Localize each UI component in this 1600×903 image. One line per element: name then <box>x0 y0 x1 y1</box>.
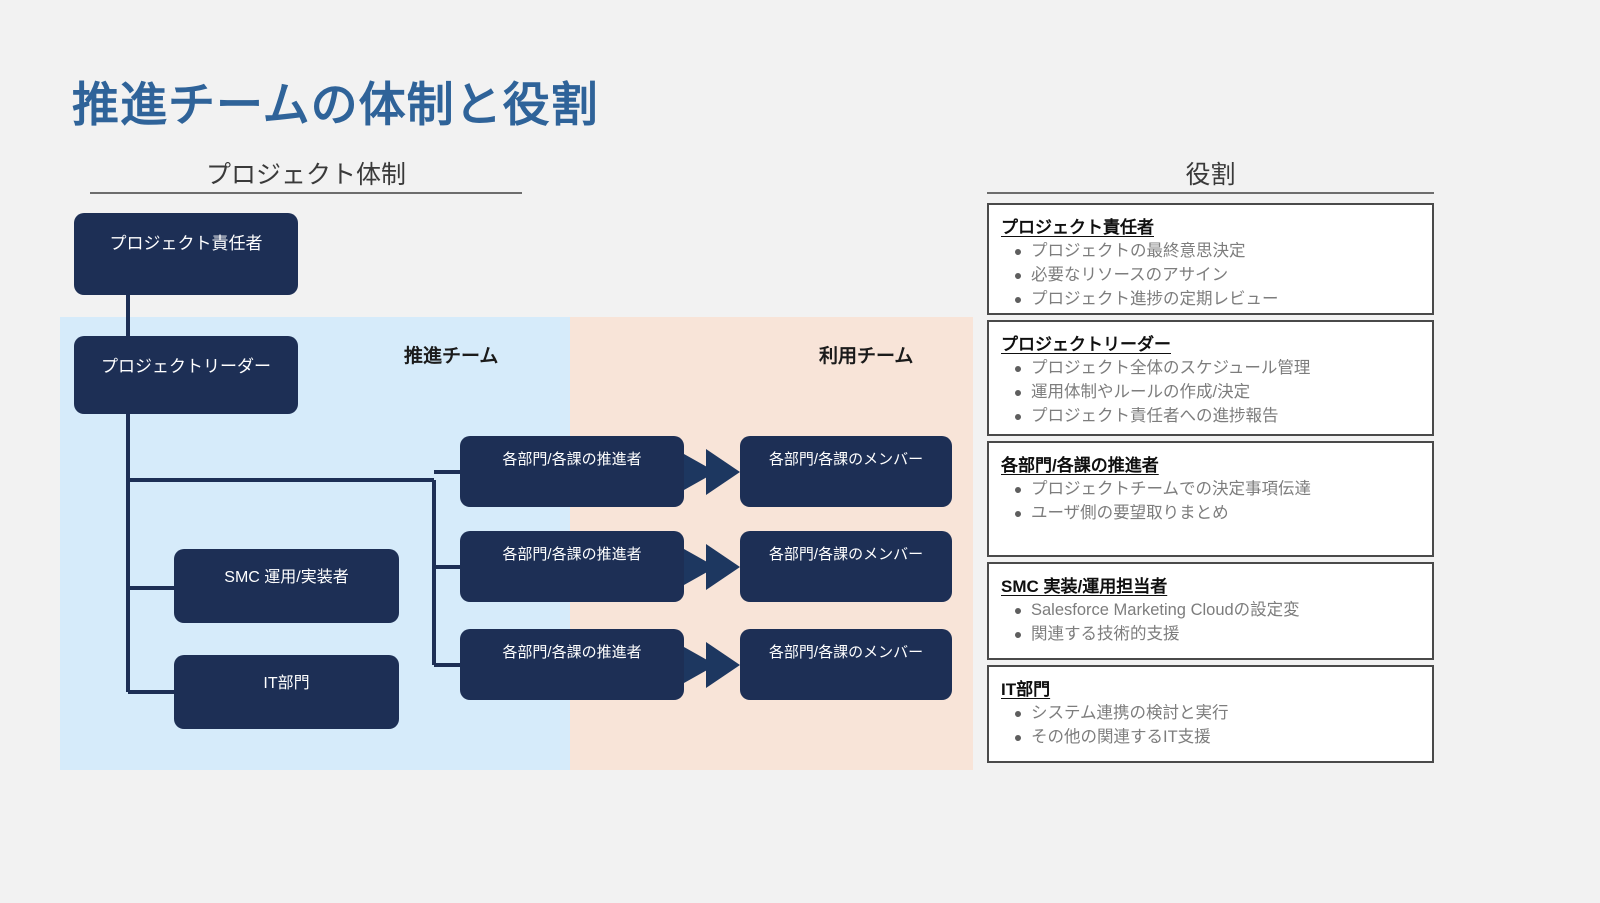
node-smc-operator[interactable]: SMC 運用/実装者 <box>174 549 399 623</box>
node-project-leader[interactable]: プロジェクトリーダー <box>74 336 298 414</box>
role-card-title: プロジェクト責任者 <box>1001 218 1154 237</box>
role-item: プロジェクト責任者への進捗報告 <box>1015 405 1422 429</box>
node-smc-operator-label: SMC 運用/実装者 <box>224 569 349 586</box>
role-card-list: システム連携の検討と実行 その他の関連するIT支援 <box>1001 702 1422 750</box>
node-promoter-3-label: 各部門/各課の推進者 <box>502 644 642 661</box>
role-item: その他の関連するIT支援 <box>1015 726 1422 750</box>
node-promoter-1-label: 各部門/各課の推進者 <box>502 451 642 468</box>
role-item: プロジェクト進捗の定期レビュー <box>1015 288 1422 312</box>
band-label-user-team: 利用チーム <box>819 346 914 367</box>
role-item: ユーザ側の要望取りまとめ <box>1015 502 1422 526</box>
left-section-divider <box>90 192 522 194</box>
left-section-heading: プロジェクト体制 <box>205 161 406 189</box>
node-promoter-1[interactable]: 各部門/各課の推進者 <box>460 436 684 507</box>
node-promoter-2[interactable]: 各部門/各課の推進者 <box>460 531 684 602</box>
role-card-title: SMC 実装/運用担当者 <box>1001 577 1168 596</box>
role-item: プロジェクトの最終意思決定 <box>1015 240 1422 264</box>
role-item: 関連する技術的支援 <box>1015 623 1422 647</box>
role-card-title: IT部門 <box>1001 680 1051 699</box>
node-member-2-label: 各部門/各課のメンバー <box>768 546 924 563</box>
role-item: プロジェクト全体のスケジュール管理 <box>1015 357 1422 381</box>
role-card-it-department: IT部門 システム連携の検討と実行 その他の関連するIT支援 <box>987 665 1434 763</box>
node-project-leader-label: プロジェクトリーダー <box>101 357 271 376</box>
node-project-owner-label: プロジェクト責任者 <box>109 234 263 253</box>
role-item: システム連携の検討と実行 <box>1015 702 1422 726</box>
right-section-heading: 役割 <box>1185 161 1236 189</box>
node-project-owner[interactable]: プロジェクト責任者 <box>74 213 298 295</box>
role-card-list: プロジェクト全体のスケジュール管理 運用体制やルールの作成/決定 プロジェクト責… <box>1001 357 1422 429</box>
node-member-3[interactable]: 各部門/各課のメンバー <box>740 629 952 700</box>
node-it-department[interactable]: IT部門 <box>174 655 399 729</box>
node-member-2[interactable]: 各部門/各課のメンバー <box>740 531 952 602</box>
role-card-list: Salesforce Marketing Cloudの設定変 関連する技術的支援 <box>1001 599 1422 647</box>
role-card-list: プロジェクトの最終意思決定 必要なリソースのアサイン プロジェクト進捗の定期レビ… <box>1001 240 1422 312</box>
role-card-project-owner: プロジェクト責任者 プロジェクトの最終意思決定 必要なリソースのアサイン プロジ… <box>987 203 1434 315</box>
role-card-list: プロジェクトチームでの決定事項伝達 ユーザ側の要望取りまとめ <box>1001 478 1422 526</box>
page-title: 推進チームの体制と役割 <box>72 78 599 131</box>
node-member-1[interactable]: 各部門/各課のメンバー <box>740 436 952 507</box>
role-item: 必要なリソースのアサイン <box>1015 264 1422 288</box>
node-promoter-2-label: 各部門/各課の推進者 <box>502 546 642 563</box>
role-item: 運用体制やルールの作成/決定 <box>1015 381 1422 405</box>
node-promoter-3[interactable]: 各部門/各課の推進者 <box>460 629 684 700</box>
role-card-smc: SMC 実装/運用担当者 Salesforce Marketing Cloudの… <box>987 562 1434 660</box>
role-card-title: 各部門/各課の推進者 <box>1001 456 1159 475</box>
role-item: Salesforce Marketing Cloudの設定変 <box>1015 599 1422 623</box>
node-member-1-label: 各部門/各課のメンバー <box>768 451 924 468</box>
band-label-promotion-team: 推進チーム <box>404 346 499 367</box>
node-it-department-label: IT部門 <box>263 675 310 692</box>
right-section-divider <box>987 192 1434 194</box>
role-card-promoter: 各部門/各課の推進者 プロジェクトチームでの決定事項伝達 ユーザ側の要望取りまと… <box>987 441 1434 557</box>
role-item: プロジェクトチームでの決定事項伝達 <box>1015 478 1422 502</box>
role-card-project-leader: プロジェクトリーダー プロジェクト全体のスケジュール管理 運用体制やルールの作成… <box>987 320 1434 436</box>
node-member-3-label: 各部門/各課のメンバー <box>768 644 924 661</box>
role-card-title: プロジェクトリーダー <box>1001 335 1171 354</box>
